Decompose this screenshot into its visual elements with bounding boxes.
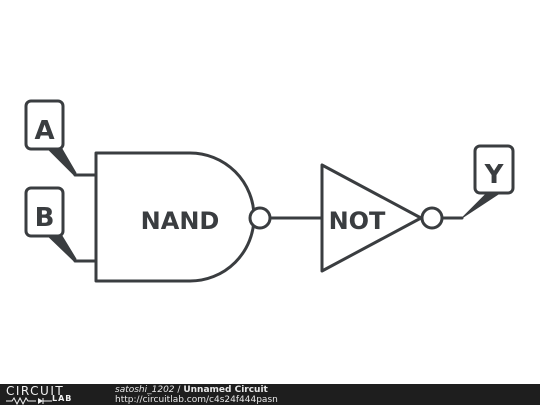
not-bubble [420, 206, 444, 230]
credit-separator: / [177, 385, 181, 395]
circuitlab-logo[interactable]: CIRCUIT LAB [6, 384, 106, 405]
input-a-pointer [47, 148, 77, 176]
output-y-tag [473, 144, 515, 195]
input-a-tag [24, 99, 65, 151]
logo-top-text: CIRCUIT [6, 384, 65, 398]
input-b-label: B [35, 203, 55, 233]
resistor-icon [6, 397, 52, 405]
credit-line: satoshi_1202 / Unnamed Circuit [115, 385, 268, 395]
output-y-pointer [461, 192, 501, 219]
circuit-url-link[interactable]: http://circuitlab.com/c4s24f444pasn [115, 395, 278, 405]
output-y-label: Y [484, 160, 505, 190]
nand-bubble [248, 206, 272, 230]
nand-label: NAND [141, 207, 220, 235]
footer-bar: CIRCUIT LAB satoshi_1202 / Unnamed Circu… [0, 384, 540, 405]
circuit-schematic: A B Y NAND NOT [24, 99, 515, 283]
logo-bottom-text: LAB [52, 394, 73, 403]
username-link[interactable]: satoshi_1202 [115, 385, 175, 395]
not-gate [320, 163, 423, 273]
input-b-tag [24, 186, 65, 238]
circuit-title[interactable]: Unnamed Circuit [183, 385, 268, 395]
input-a-label: A [34, 116, 54, 146]
not-label: NOT [329, 207, 386, 235]
input-b-pointer [47, 235, 77, 262]
